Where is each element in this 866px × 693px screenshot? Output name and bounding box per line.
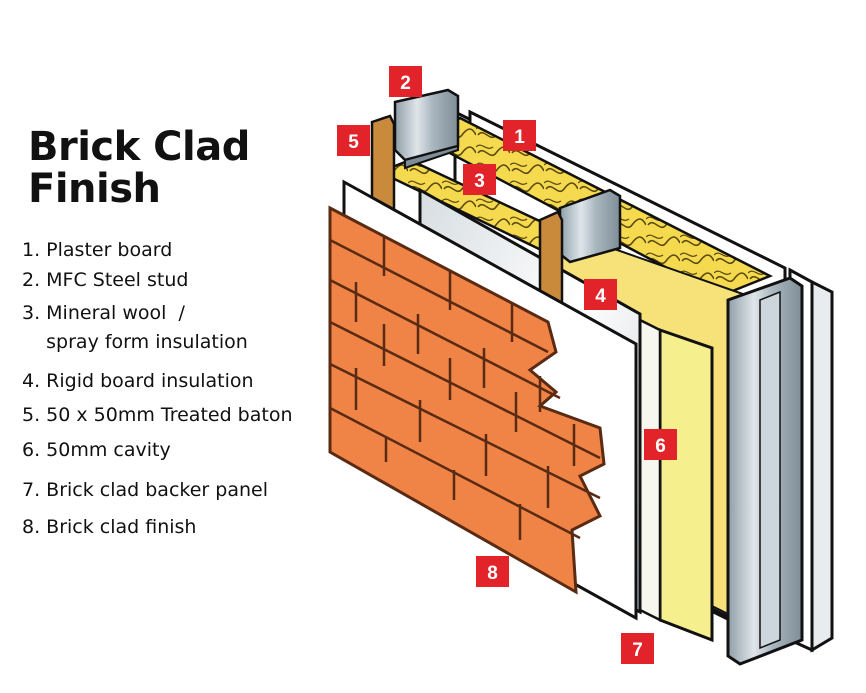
- legend-item-mineral-wool-cont: spray form insulation: [22, 331, 248, 353]
- legend-item-plaster-board: 1. Plaster board: [22, 239, 173, 261]
- badge-2-label: 2: [400, 73, 411, 94]
- badge-4: 4: [584, 279, 617, 310]
- badge-6-label: 6: [655, 436, 666, 457]
- diagram-title: Brick Clad Finish: [28, 126, 250, 210]
- badge-7: 7: [621, 633, 654, 664]
- badge-4-label: 4: [595, 286, 606, 307]
- legend-item-rigid-board: 4. Rigid board insulation: [22, 370, 254, 392]
- legend-item-treated-baton: 5. 50 x 50mm Treated baton: [22, 404, 293, 426]
- brick-clad-finish: [328, 205, 606, 595]
- badge-3: 3: [463, 164, 496, 195]
- badge-3-label: 3: [474, 171, 485, 192]
- badge-5: 5: [337, 125, 370, 156]
- badge-8-label: 8: [487, 563, 498, 584]
- steel-stud-group: [393, 88, 804, 666]
- legend-item-steel-stud: 2. MFC Steel stud: [22, 269, 189, 291]
- badge-6: 6: [644, 429, 677, 460]
- badge-8: 8: [476, 556, 509, 587]
- badge-5-label: 5: [348, 132, 359, 153]
- cavity-layer: [638, 317, 714, 643]
- badge-1: 1: [503, 120, 536, 151]
- legend-item-backer-panel: 7. Brick clad backer panel: [22, 479, 268, 501]
- badge-7-label: 7: [632, 640, 643, 661]
- title-line-2: Finish: [28, 166, 161, 212]
- badge-2: 2: [389, 66, 422, 97]
- legend-item-mineral-wool: 3. Mineral wool /: [22, 302, 185, 324]
- title-line-1: Brick Clad: [28, 124, 250, 170]
- badge-1-label: 1: [514, 127, 525, 148]
- legend-item-brick-finish: 8. Brick clad finish: [22, 516, 197, 538]
- legend-item-cavity: 6. 50mm cavity: [22, 439, 171, 461]
